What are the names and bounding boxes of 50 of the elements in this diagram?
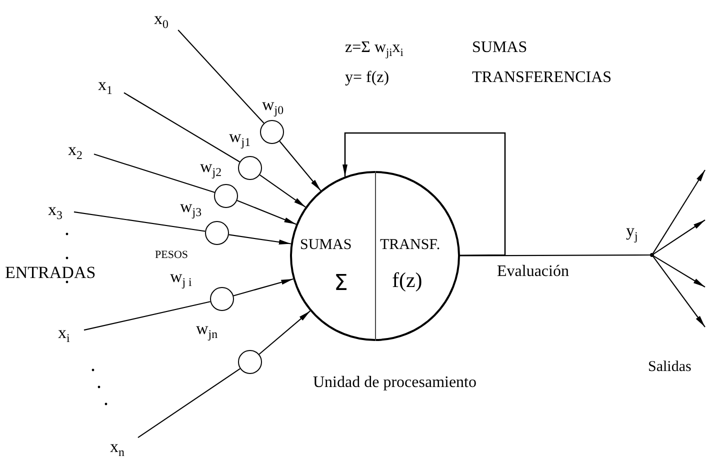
weight-label: w$_{jn}$ — [196, 320, 218, 342]
input-label: x$_{3}$ — [48, 199, 74, 221]
function-label: f(z) — [392, 270, 422, 291]
input-label: x$_{i}$ — [58, 322, 84, 344]
formula: z=Σ w$_{ji}$x$_{i}$ — [345, 40, 404, 60]
weight-label: w$_{j1}$ — [229, 128, 251, 150]
arrow — [653, 220, 706, 254]
input-label: x$_{2}$ — [68, 139, 94, 161]
input-label: x$_{0}$ — [154, 8, 182, 30]
connector-line — [94, 154, 215, 193]
arrow — [653, 256, 706, 288]
feedback-arrow — [342, 132, 506, 256]
arrow — [652, 256, 706, 328]
weight-label: w$_{j2}$ — [200, 158, 222, 180]
input-label: x$_{n}$ — [110, 436, 138, 458]
connector-line — [74, 211, 206, 232]
input-label: x$_{1}$ — [98, 74, 124, 96]
connector-line — [138, 368, 240, 438]
weight-circle — [260, 120, 284, 144]
weight-label: w$_{j i}$ — [170, 268, 192, 290]
arrow — [258, 310, 311, 355]
weights-label: PESOS — [155, 250, 188, 261]
unit-label: TRANSF. — [380, 238, 440, 253]
junction-dot — [650, 253, 654, 257]
outputs-label: Salidas — [648, 360, 692, 375]
arrow — [279, 140, 322, 191]
formula: y= f(z) — [345, 70, 390, 86]
weight-circle — [238, 156, 262, 180]
arrow — [236, 200, 296, 225]
weight-label: w$_{j3}$ — [180, 198, 202, 220]
sigma-symbol: Σ — [334, 273, 348, 295]
processing-unit-circle — [290, 171, 460, 341]
inputs-label: ENTRADAS — [5, 264, 96, 281]
arrow — [233, 278, 294, 296]
connector-line — [84, 301, 210, 331]
unit-caption: Unidad de procesamiento — [313, 375, 476, 391]
output-label: y$_{j}$ — [626, 222, 638, 244]
arrow — [260, 174, 306, 208]
weight-circle — [238, 350, 262, 374]
connector-line — [124, 92, 240, 162]
weight-label: w$_{j0}$ — [262, 96, 284, 118]
arrow — [652, 170, 706, 254]
weight-circle — [205, 221, 229, 245]
arrow — [228, 234, 291, 244]
weight-circle — [214, 184, 238, 208]
unit-label: SUMAS — [300, 238, 352, 253]
caption-text: SUMAS — [472, 40, 528, 56]
connector-line — [178, 30, 264, 124]
caption-text: TRANSFERENCIAS — [472, 70, 612, 86]
weight-circle — [210, 287, 234, 311]
